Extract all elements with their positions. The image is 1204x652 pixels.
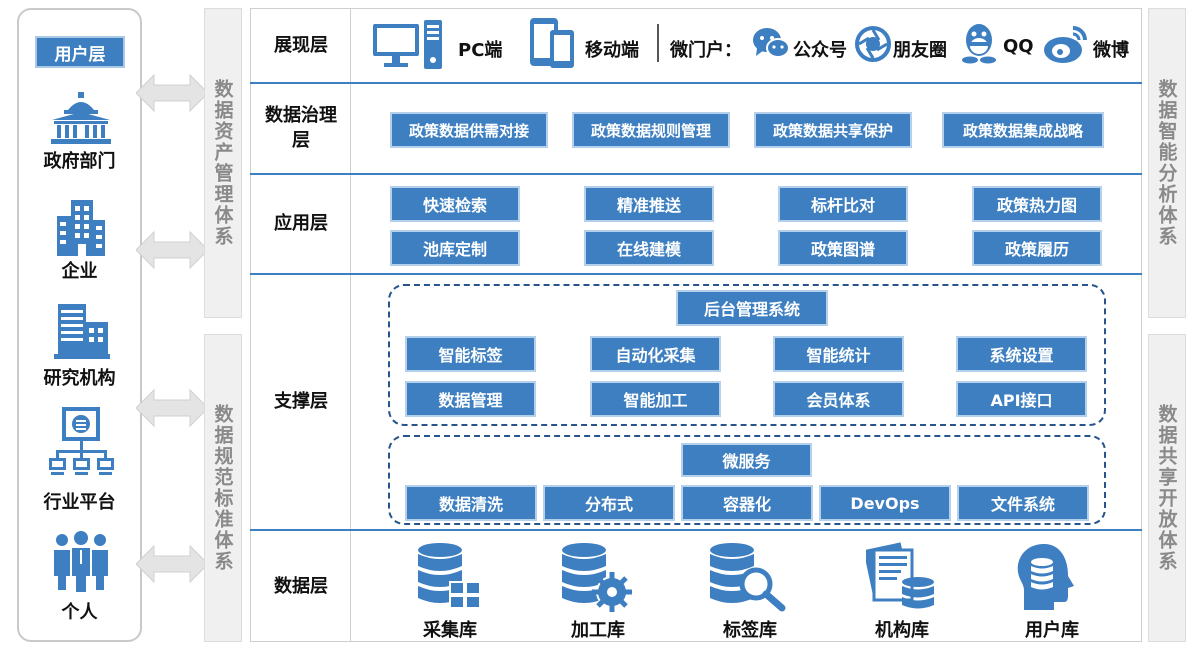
government-building-icon xyxy=(51,92,111,144)
people-group-icon xyxy=(54,531,108,592)
micro-item-file-system[interactable]: 文件系统 xyxy=(957,485,1089,521)
network-platform-icon xyxy=(49,407,114,475)
user-item-platform: 行业平台 xyxy=(43,492,116,513)
gov-item-rule-management[interactable]: 政策数据规则管理 xyxy=(572,112,730,148)
main-architecture-frame xyxy=(250,8,1142,642)
row-divider xyxy=(250,82,1142,84)
qq-label: QQ xyxy=(1003,36,1034,57)
pc-monitor-icon xyxy=(373,20,442,69)
double-arrow-icon xyxy=(136,230,208,270)
micro-item-containerization[interactable]: 容器化 xyxy=(681,485,813,521)
data-intelligent-analysis-system: 数据智能分析体系 xyxy=(1148,8,1186,318)
micro-portal-label: 微门户： xyxy=(670,40,742,61)
microservice-title: 微服务 xyxy=(681,443,812,477)
row-divider xyxy=(250,173,1142,175)
backend-item-data-management[interactable]: 数据管理 xyxy=(405,381,536,417)
app-item-policy-heatmap[interactable]: 政策热力图 xyxy=(972,186,1102,222)
office-building-icon xyxy=(57,200,105,256)
qq-penguin-icon xyxy=(962,24,996,64)
db-processing-label: 加工库 xyxy=(571,620,625,641)
governance-layer-label: 数据治理层 xyxy=(252,86,350,170)
db-institution-label: 机构库 xyxy=(875,620,929,641)
row-divider xyxy=(250,529,1142,531)
app-item-quick-search[interactable]: 快速检索 xyxy=(390,186,520,222)
app-item-pool-customize[interactable]: 池库定制 xyxy=(390,230,520,266)
application-layer-label: 应用层 xyxy=(274,213,328,234)
backend-item-smart-processing[interactable]: 智能加工 xyxy=(590,381,721,417)
label-column-divider xyxy=(350,8,351,642)
user-item-government: 政府部门 xyxy=(43,151,116,172)
presentation-layer-label: 展现层 xyxy=(274,34,328,56)
data-asset-management-system: 数据资产管理体系 xyxy=(204,8,242,318)
support-layer-label: 支撑层 xyxy=(274,391,328,412)
backend-system-box xyxy=(388,284,1106,426)
app-item-policy-graph[interactable]: 政策图谱 xyxy=(778,230,908,266)
user-layer-title: 用户层 xyxy=(35,36,125,68)
gov-item-sharing-protection[interactable]: 政策数据共享保护 xyxy=(754,112,912,148)
pc-label: PC端 xyxy=(458,40,503,61)
db-user-label: 用户库 xyxy=(1025,620,1079,641)
weibo-label: 微博 xyxy=(1093,40,1129,61)
backend-item-api[interactable]: API接口 xyxy=(956,381,1087,417)
research-building-icon xyxy=(54,304,110,359)
micro-item-distributed[interactable]: 分布式 xyxy=(543,485,675,521)
user-item-research: 研究机构 xyxy=(43,368,116,389)
row-divider xyxy=(250,273,1142,275)
mobile-device-icon xyxy=(530,18,574,68)
app-item-policy-history[interactable]: 政策履历 xyxy=(972,230,1102,266)
backend-item-smart-stats[interactable]: 智能统计 xyxy=(773,336,904,372)
moments-icon xyxy=(855,26,891,62)
data-sharing-system: 数据共享开放体系 xyxy=(1148,334,1186,642)
db-tag-label: 标签库 xyxy=(723,620,777,641)
governance-layer-label-text: 数据治理层 xyxy=(265,105,337,151)
double-arrow-icon xyxy=(136,388,208,428)
gov-item-supply-demand[interactable]: 政策数据供需对接 xyxy=(390,112,548,148)
weibo-icon xyxy=(1044,26,1087,63)
user-item-individual: 个人 xyxy=(61,602,98,623)
user-item-enterprise: 企业 xyxy=(61,261,98,282)
wechat-icon xyxy=(753,28,790,58)
backend-item-membership[interactable]: 会员体系 xyxy=(773,381,904,417)
database-gear-icon xyxy=(562,543,632,612)
database-search-icon xyxy=(710,543,786,612)
database-windows-icon xyxy=(418,543,481,609)
double-arrow-icon xyxy=(136,544,208,584)
mobile-label: 移动端 xyxy=(585,40,639,61)
gov-item-integration-strategy[interactable]: 政策数据集成战略 xyxy=(942,112,1104,148)
backend-item-smart-tag[interactable]: 智能标签 xyxy=(405,336,536,372)
app-item-precise-push[interactable]: 精准推送 xyxy=(584,186,714,222)
moments-label: 朋友圈 xyxy=(893,40,947,61)
backend-system-title: 后台管理系统 xyxy=(676,290,828,326)
data-layer-label: 数据层 xyxy=(274,575,328,597)
backend-item-settings[interactable]: 系统设置 xyxy=(956,336,1087,372)
micro-item-data-cleaning[interactable]: 数据清洗 xyxy=(405,485,537,521)
db-collection-label: 采集库 xyxy=(423,620,477,641)
double-arrow-icon xyxy=(136,73,208,113)
presentation-divider xyxy=(657,24,659,62)
data-standard-system: 数据规范标准体系 xyxy=(204,334,242,642)
app-item-online-modeling[interactable]: 在线建模 xyxy=(584,230,714,266)
wechat-label: 公众号 xyxy=(793,40,847,61)
microservice-box xyxy=(388,435,1106,525)
micro-item-devops[interactable]: DevOps xyxy=(819,485,951,521)
head-database-icon xyxy=(1017,544,1074,610)
document-database-icon xyxy=(866,542,934,609)
backend-item-auto-collect[interactable]: 自动化采集 xyxy=(590,336,721,372)
app-item-benchmark[interactable]: 标杆比对 xyxy=(778,186,908,222)
